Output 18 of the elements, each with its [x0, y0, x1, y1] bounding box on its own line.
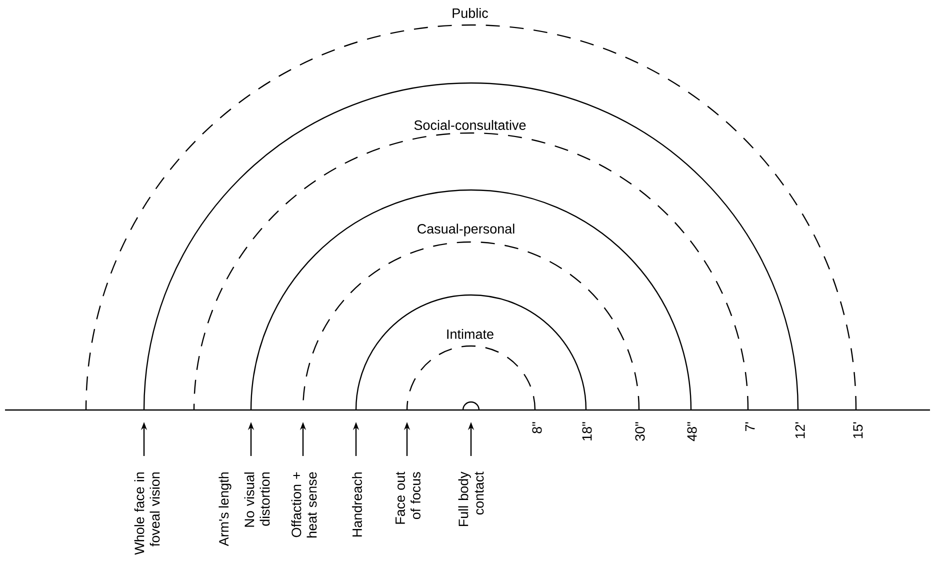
caption-text: Arm's length — [218, 472, 232, 546]
caption-text: Face out of focus — [396, 472, 420, 524]
zone-label: Casual-personal — [418, 224, 514, 236]
caption-text: Handreach — [352, 472, 362, 537]
distance-label: 30" — [635, 422, 645, 441]
zone-label: Social-consultative — [414, 120, 526, 130]
distance-label: 8" — [532, 422, 542, 434]
caption-text: No visual distortion — [244, 472, 270, 527]
arc — [85, 24, 857, 410]
distance-label: 15' — [853, 422, 863, 438]
distance-label: 18" — [582, 422, 592, 440]
caption-text: Whole face in foveal vision — [134, 472, 160, 555]
distance-label: 12' — [795, 422, 805, 438]
zone-label: Intimate — [447, 329, 494, 339]
distance-label: 7' — [745, 422, 755, 431]
caption-text: Full body contact — [458, 472, 484, 526]
distance-label: 48" — [687, 422, 697, 442]
caption-text: Offaction + heat sense — [291, 472, 317, 538]
